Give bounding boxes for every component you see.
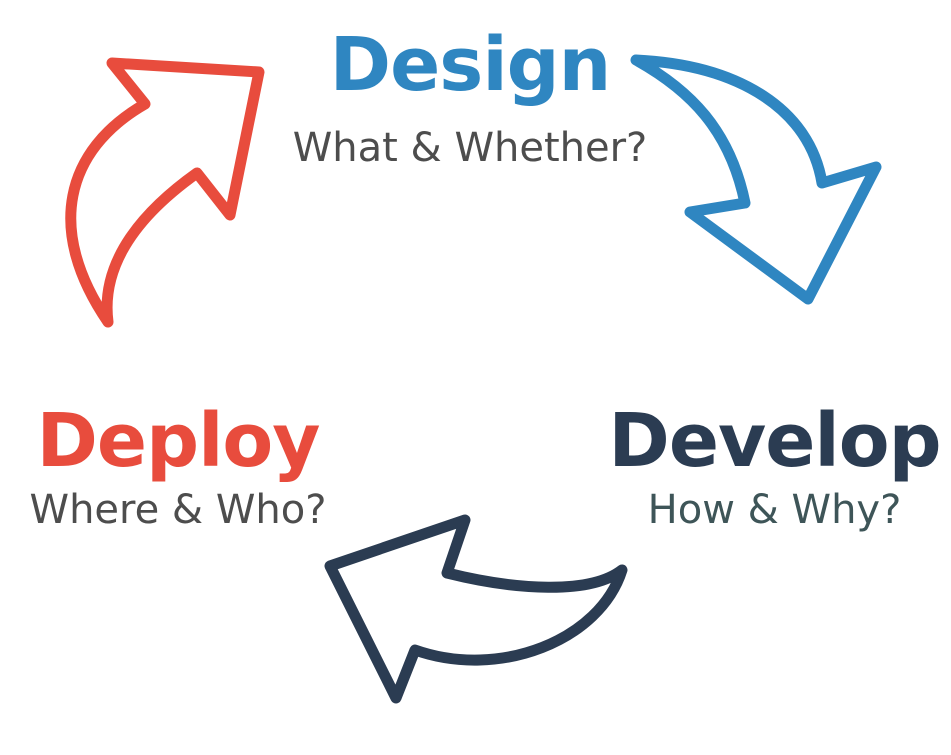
develop-stage: Develop How & Why? xyxy=(600,404,949,530)
develop-question: How & Why? xyxy=(647,487,902,533)
design-stage: Design What & Whether? xyxy=(280,28,660,168)
develop-title: Develop xyxy=(608,398,941,484)
curved-arrow-down-right-icon xyxy=(630,54,882,305)
deploy-title: Deploy xyxy=(36,398,320,484)
deploy-question: Where & Who? xyxy=(29,487,327,533)
curved-arrow-down-left-icon xyxy=(324,514,628,704)
deploy-stage: Deploy Where & Who? xyxy=(18,404,338,530)
design-question: What & Whether? xyxy=(292,125,648,171)
design-title: Design xyxy=(329,22,612,108)
curved-arrow-up-right-icon xyxy=(65,57,265,328)
